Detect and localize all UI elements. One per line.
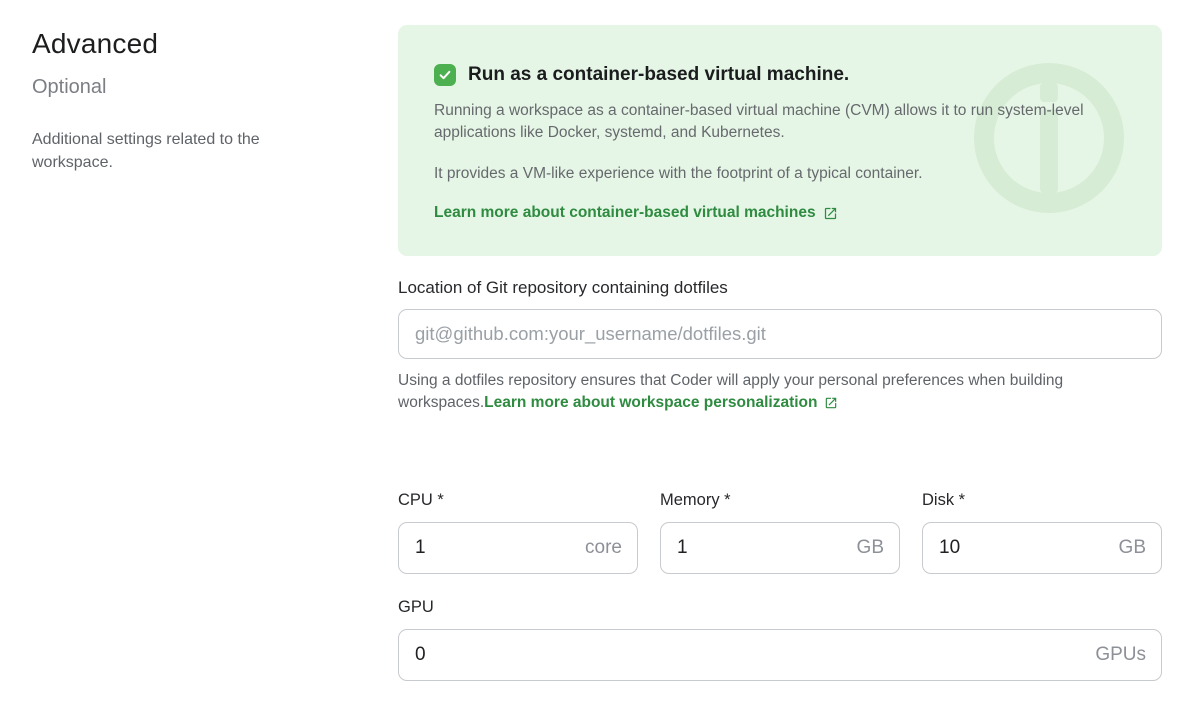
advanced-settings-page: Advanced Optional Additional settings re… <box>32 25 1162 681</box>
dotfiles-helper-text: Using a dotfiles repository ensures that… <box>398 372 1064 411</box>
disk-field-group: Disk * GB <box>922 491 1162 574</box>
gpu-field-group: GPU GPUs <box>398 598 1162 681</box>
personalization-learn-more-label: Learn more about workspace personalizati… <box>484 394 818 411</box>
dotfiles-label: Location of Git repository containing do… <box>398 278 728 297</box>
page-title: Advanced <box>32 28 159 59</box>
check-icon <box>438 68 452 82</box>
memory-field-group: Memory * GB <box>660 491 900 574</box>
cvm-description-2: It provides a VM-like experience with th… <box>434 165 923 182</box>
dotfiles-input[interactable] <box>398 309 1162 359</box>
cpu-input[interactable] <box>398 522 638 574</box>
page-description: Additional settings related to the works… <box>32 131 260 172</box>
cvm-checkbox[interactable] <box>434 64 456 86</box>
gpu-input[interactable] <box>398 629 1162 681</box>
gpu-label: GPU <box>398 598 434 616</box>
personalization-learn-more-link[interactable]: Learn more about workspace personalizati… <box>484 392 837 414</box>
cpu-input-wrap: core <box>398 522 638 574</box>
external-link-icon <box>824 396 838 410</box>
external-link-icon <box>823 206 838 221</box>
disk-input[interactable] <box>922 522 1162 574</box>
settings-form: Run as a container-based virtual machine… <box>398 25 1162 681</box>
cvm-checkbox-row: Run as a container-based virtual machine… <box>434 64 1106 86</box>
gpu-input-wrap: GPUs <box>398 629 1162 681</box>
resource-fields-row: CPU * core Memory * GB Disk * GB <box>398 491 1162 574</box>
cvm-banner: Run as a container-based virtual machine… <box>398 25 1162 256</box>
cvm-description-1: Running a workspace as a container-based… <box>434 102 1084 141</box>
cpu-field-group: CPU * core <box>398 491 638 574</box>
cvm-learn-more-label: Learn more about container-based virtual… <box>434 204 816 221</box>
disk-input-wrap: GB <box>922 522 1162 574</box>
dotfiles-field-group: Location of Git repository containing do… <box>398 278 1162 414</box>
dotfiles-helper: Using a dotfiles repository ensures that… <box>398 370 1148 414</box>
cvm-learn-more-link[interactable]: Learn more about container-based virtual… <box>434 204 838 222</box>
info-circle-icon <box>968 63 1130 225</box>
memory-input[interactable] <box>660 522 900 574</box>
cvm-checkbox-label[interactable]: Run as a container-based virtual machine… <box>468 64 850 85</box>
disk-label: Disk * <box>922 491 966 509</box>
memory-label: Memory * <box>660 491 731 509</box>
section-header: Advanced Optional Additional settings re… <box>32 25 398 681</box>
memory-input-wrap: GB <box>660 522 900 574</box>
cpu-label: CPU * <box>398 491 444 509</box>
page-subtitle: Optional <box>32 76 107 98</box>
